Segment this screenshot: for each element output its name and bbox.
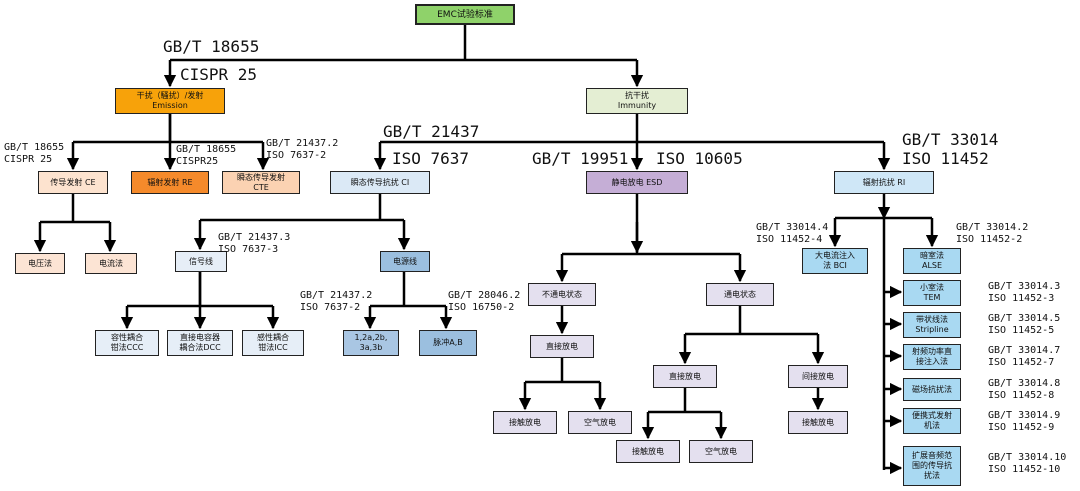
direct-discharge-node-1: 直接放电 xyxy=(530,335,594,358)
unpowered-node: 不通电状态 xyxy=(528,283,596,306)
ci-node: 瞬态传导抗扰 CI xyxy=(330,171,430,194)
stripline-node: 带状线法 Stripline xyxy=(903,312,961,338)
label-iso10605: ISO 10605 xyxy=(656,149,743,168)
label-stripline-standard: GB/T 33014.5 ISO 11452-5 xyxy=(988,313,1061,336)
esd-node: 静电放电 ESD xyxy=(586,171,688,194)
root-node: EMC试验标准 xyxy=(415,4,515,25)
label-ce-standard: GB/T 18655 CISPR 25 xyxy=(4,142,65,165)
label-alse-standard: GB/T 33014.2 ISO 11452-2 xyxy=(956,222,1029,245)
re-node: 辐射发射 RE xyxy=(131,171,209,194)
cte-node: 瞬态传导发射 CTE xyxy=(222,171,300,194)
contact-discharge-node-1: 接触放电 xyxy=(493,411,557,434)
label-magnetic-standard: GB/T 33014.8 ISO 11452-8 xyxy=(988,378,1061,401)
alse-node: 暗室法 ALSE xyxy=(903,248,961,274)
label-iso7637-top: ISO 7637 xyxy=(392,149,470,168)
icc-node: 感性耦合 钳法ICC xyxy=(242,330,304,356)
air-discharge-node-1: 空气放电 xyxy=(568,411,632,434)
label-gbt18655-top: GB/T 18655 xyxy=(163,37,260,56)
pulses-ab-node: 脉冲A,B xyxy=(419,330,477,356)
label-cte-standard: GB/T 21437.2 ISO 7637-2 xyxy=(266,138,339,161)
label-bci-standard: GB/T 33014.4 ISO 11452-4 xyxy=(756,222,829,245)
magnetic-field-node: 磁场抗扰法 xyxy=(903,378,961,401)
label-re-standard: GB/T 18655 CISPR25 xyxy=(176,144,237,167)
ce-node: 传导发射 CE xyxy=(38,171,108,194)
label-tem-standard: GB/T 33014.3 ISO 11452-3 xyxy=(988,281,1061,304)
label-portable-standard: GB/T 33014.9 ISO 11452-9 xyxy=(988,410,1061,433)
tem-node: 小室法 TEM xyxy=(903,280,961,306)
contact-discharge-node-3: 接触放电 xyxy=(788,411,848,434)
ri-node: 辐射抗扰 RI xyxy=(834,171,934,194)
bci-node: 大电流注入 法 BCI xyxy=(802,248,868,274)
emission-node: 干扰（騷扰）/发射 Emission xyxy=(115,88,225,114)
portable-transmitter-node: 便携式发射 机法 xyxy=(903,408,961,434)
indirect-discharge-node: 间接放电 xyxy=(788,365,848,388)
label-rf-standard: GB/T 33014.7 ISO 11452-7 xyxy=(988,345,1061,368)
label-cispr25-top: CISPR 25 xyxy=(180,65,258,84)
pulses-1-node: 1,2a,2b, 3a,3b xyxy=(343,330,399,356)
current-method-node: 电流法 xyxy=(85,253,137,274)
rf-direct-injection-node: 射频功率直 接注入法 xyxy=(903,344,961,370)
label-signal-standard: GB/T 21437.3 ISO 7637-3 xyxy=(218,232,291,255)
signal-line-node: 信号线 xyxy=(175,251,227,272)
air-discharge-node-2: 空气放电 xyxy=(689,440,753,463)
power-line-node: 电源线 xyxy=(380,251,430,272)
voltage-method-node: 电压法 xyxy=(15,253,65,274)
immunity-node: 抗干扰 Immunity xyxy=(586,88,688,114)
label-pulse1-standard: GB/T 21437.2 ISO 7637-2 xyxy=(300,290,373,313)
powered-node: 通电状态 xyxy=(706,283,774,306)
label-pulseab-standard: GB/T 28046.2 ISO 16750-2 xyxy=(448,290,521,313)
label-gbt21437-top: GB/T 21437 xyxy=(383,122,480,141)
label-gbt33014-top: GB/T 33014 xyxy=(902,130,999,149)
ccc-node: 容性耦合 钳法CCC xyxy=(95,330,159,356)
direct-discharge-node-2: 直接放电 xyxy=(653,365,717,388)
label-gbt19951: GB/T 19951 xyxy=(532,149,629,168)
label-extended-standard: GB/T 33014.10 ISO 11452-10 xyxy=(988,452,1067,475)
contact-discharge-node-2: 接触放电 xyxy=(616,440,680,463)
extended-audio-node: 扩展音频范 围的传导抗 扰法 xyxy=(903,446,961,486)
label-iso11452-top: ISO 11452 xyxy=(902,149,989,168)
dcc-node: 直接电容器 耦合法DCC xyxy=(167,330,233,356)
